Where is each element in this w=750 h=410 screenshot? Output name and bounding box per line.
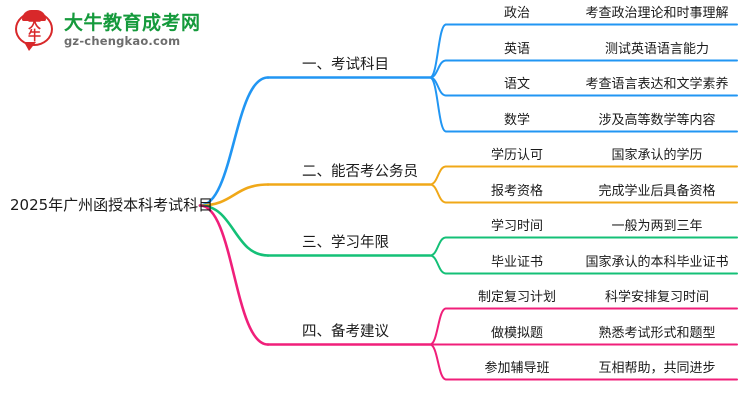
branch-label-4[interactable]: 四、备考建议: [302, 323, 389, 340]
logo-title: 大牛教育成考网: [64, 11, 201, 34]
mindmap-root-node[interactable]: 2025年广州函授本科考试科目: [10, 196, 214, 214]
branch-label-3[interactable]: 三、学习年限: [302, 234, 389, 251]
child-detail-4-3[interactable]: 互相帮助，共同进步: [598, 360, 716, 376]
child-detail-2-2[interactable]: 完成学业后具备资格: [598, 183, 716, 199]
connector-path: [429, 76, 447, 97]
child-detail-2-1[interactable]: 国家承认的学历: [611, 147, 703, 163]
connector-path: [429, 59, 447, 79]
child-detail-1-1[interactable]: 考查政治理论和时事理解: [585, 5, 729, 21]
connector-path: [429, 23, 447, 79]
connector-path: [429, 343, 447, 381]
logo-mark-char-1: 大: [27, 17, 41, 32]
logo-cap-shape: [22, 10, 46, 21]
connector-path: [429, 254, 447, 275]
child-label-1-2[interactable]: 英语: [503, 41, 530, 57]
connector-path: [429, 76, 447, 133]
child-detail-3-2[interactable]: 国家承认的本科毕业证书: [585, 254, 729, 270]
child-label-4-1[interactable]: 制定复习计划: [477, 289, 556, 305]
child-label-2-1[interactable]: 学历认可: [490, 147, 543, 163]
connector-path: [429, 307, 447, 346]
child-label-3-1[interactable]: 学习时间: [490, 218, 543, 234]
child-detail-1-4[interactable]: 涉及高等数学等内容: [598, 112, 716, 128]
site-logo: 大牛 大牛教育成考网 gz-chengkao.com: [14, 6, 244, 54]
child-detail-4-1[interactable]: 科学安排复习时间: [604, 289, 709, 305]
connector-path: [198, 76, 270, 207]
child-label-4-2[interactable]: 做模拟题: [490, 325, 543, 341]
logo-mark-icon: 大牛: [14, 9, 56, 51]
logo-mark-char-2: 牛: [27, 29, 41, 44]
child-label-2-2[interactable]: 报考资格: [490, 183, 543, 199]
connector-path: [198, 204, 270, 346]
child-detail-1-2[interactable]: 测试英语语言能力: [604, 41, 709, 57]
connector-path: [429, 236, 447, 257]
branch-label-2[interactable]: 二、能否考公务员: [302, 163, 418, 180]
child-detail-1-3[interactable]: 考查语言表达和文学素养: [585, 76, 729, 92]
branch-label-1[interactable]: 一、考试科目: [302, 56, 389, 73]
logo-mark-text: 大牛: [14, 18, 54, 43]
connector-path: [429, 183, 447, 204]
child-label-4-3[interactable]: 参加辅导班: [484, 360, 550, 376]
child-label-3-2[interactable]: 毕业证书: [490, 254, 543, 270]
logo-subtitle: gz-chengkao.com: [64, 33, 181, 48]
child-detail-4-2[interactable]: 熟悉考试形式和题型: [598, 325, 716, 341]
child-detail-3-1[interactable]: 一般为两到三年: [611, 218, 703, 234]
child-label-1-1[interactable]: 政治: [503, 5, 530, 21]
child-label-1-3[interactable]: 语文: [503, 76, 530, 92]
logo-wordmark: 大牛教育成考网 gz-chengkao.com: [64, 11, 201, 48]
connector-path: [429, 165, 447, 186]
child-label-1-4[interactable]: 数学: [503, 112, 530, 128]
